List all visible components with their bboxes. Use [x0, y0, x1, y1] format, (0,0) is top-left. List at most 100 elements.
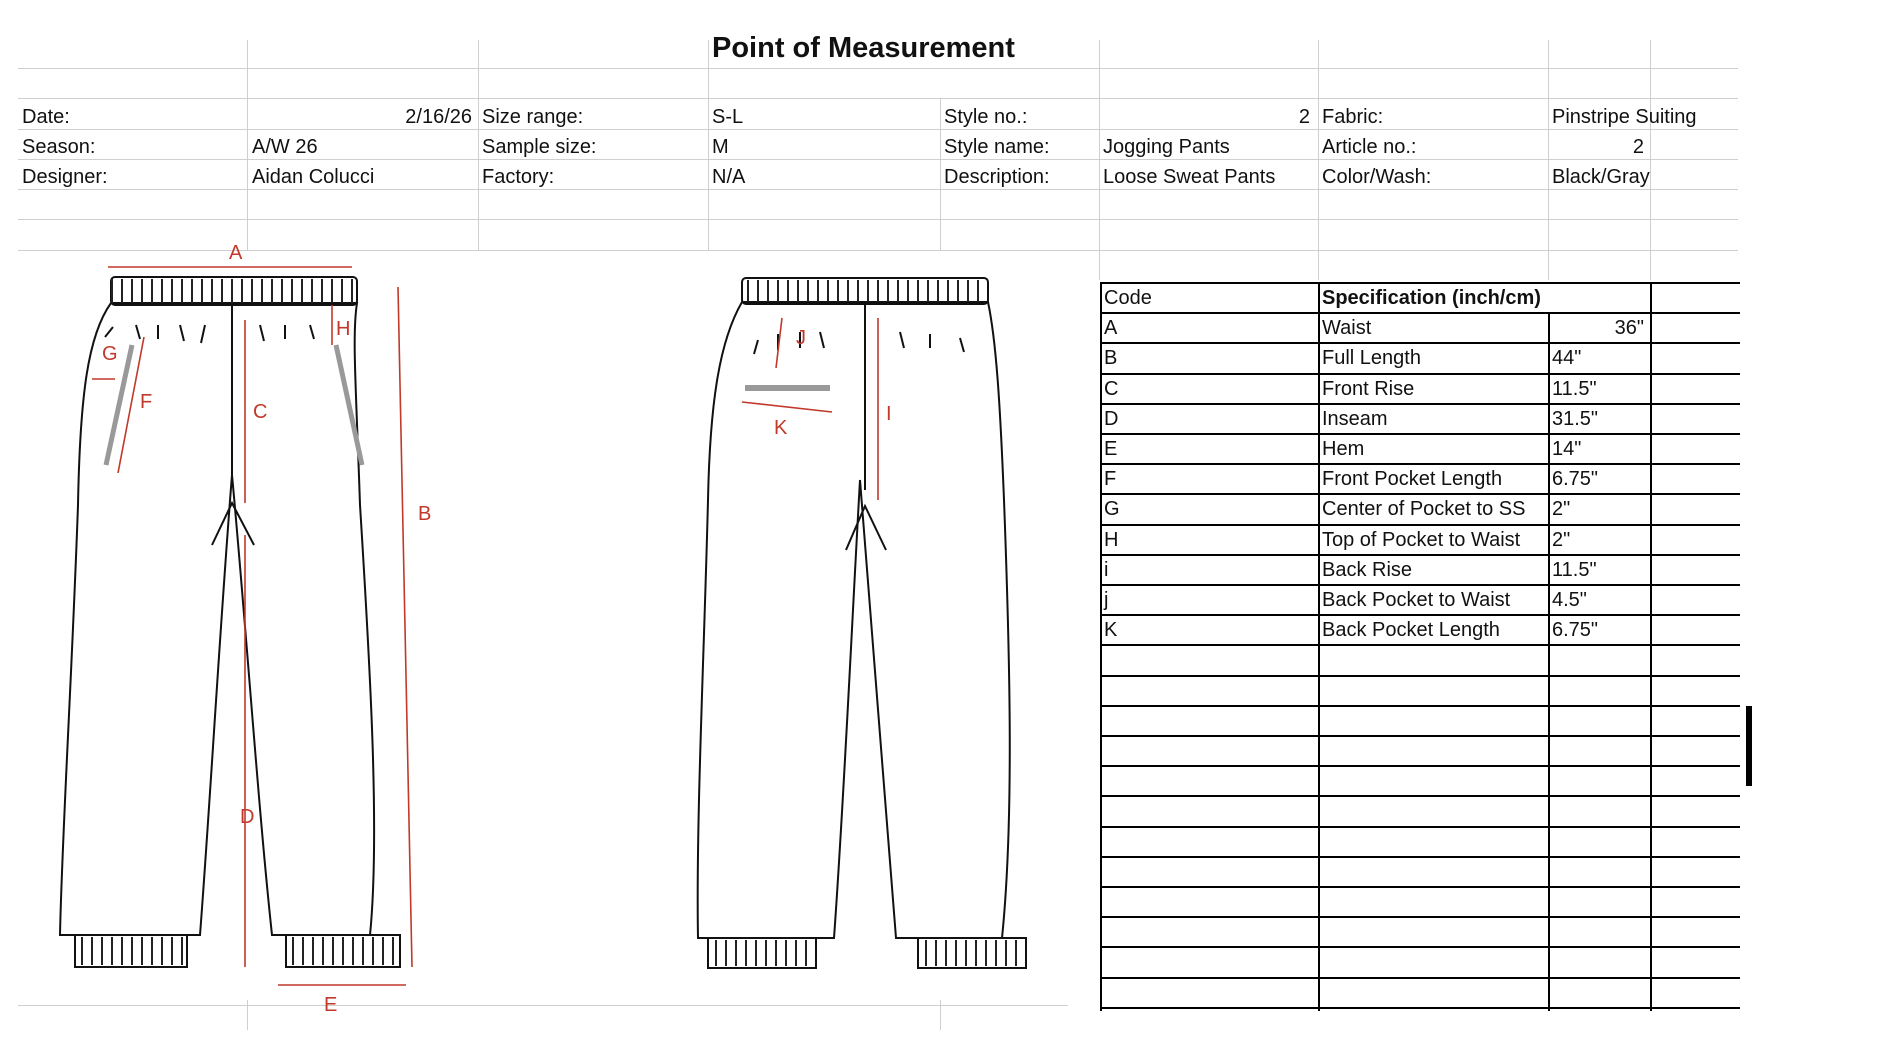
svg-text:K: K — [774, 417, 788, 439]
header-specification: Specification (inch/cm) — [1322, 287, 1541, 309]
table-border — [1100, 946, 1740, 949]
spec-code: B — [1104, 347, 1118, 370]
svg-text:I: I — [886, 403, 892, 425]
table-border — [1100, 282, 1740, 284]
spec-value: 6.75" — [1552, 468, 1599, 491]
table-border — [1100, 372, 1740, 375]
table-border — [1100, 282, 1102, 1011]
table-border — [1548, 312, 1550, 1011]
factory-value: N/A — [712, 166, 746, 188]
table-border — [1650, 282, 1652, 1011]
sample-size-value: M — [712, 136, 729, 158]
style-name-value: Jogging Pants — [1103, 136, 1230, 158]
spec-code: C — [1104, 377, 1119, 400]
spec-name: Waist — [1322, 317, 1372, 340]
header-code: Code — [1104, 287, 1152, 309]
svg-text:G: G — [102, 343, 118, 365]
grid-line — [940, 1000, 941, 1030]
fabric-label: Fabric: — [1322, 106, 1384, 128]
table-border — [1100, 916, 1740, 919]
spec-code: G — [1104, 498, 1120, 521]
svg-text:F: F — [140, 391, 152, 413]
page-title: Point of Measurement — [712, 32, 1015, 64]
grid-line — [940, 98, 941, 250]
table-border — [1100, 584, 1740, 586]
spec-name: Back Rise — [1322, 558, 1413, 581]
grid-line — [247, 1000, 248, 1030]
table-border — [1100, 523, 1740, 526]
svg-text:B: B — [418, 503, 431, 525]
spec-name: Front Rise — [1322, 377, 1415, 400]
table-border — [1100, 614, 1740, 617]
table-border — [1100, 402, 1740, 405]
table-border — [1100, 674, 1740, 677]
svg-text:A: A — [229, 245, 243, 264]
color-wash-label: Color/Wash: — [1322, 166, 1432, 188]
spec-code: F — [1104, 468, 1117, 491]
grid-line — [18, 68, 1738, 69]
spec-code: D — [1104, 407, 1119, 430]
spec-value: 11.5" — [1552, 558, 1597, 581]
table-border — [1100, 795, 1740, 798]
spec-value: 31.5" — [1552, 407, 1599, 430]
designer-value: Aidan Colucci — [252, 166, 375, 188]
date-value: 2/16/26 — [405, 106, 472, 128]
size-range-label: Size range: — [482, 106, 584, 128]
grid-line — [1318, 40, 1319, 280]
grid-line — [1548, 40, 1549, 280]
table-border — [1100, 886, 1740, 888]
grid-line — [18, 1005, 1068, 1006]
grid-line — [708, 40, 709, 250]
grid-line — [18, 98, 1738, 99]
spec-value: 2" — [1552, 528, 1571, 551]
table-border — [1100, 644, 1740, 647]
spec-name: Top of Pocket to Waist — [1322, 528, 1521, 551]
table-border — [1100, 342, 1740, 345]
grid-line — [18, 189, 1738, 190]
description-label: Description: — [944, 166, 1050, 188]
spec-code: j — [1104, 589, 1109, 611]
grid-line — [1650, 40, 1651, 280]
article-no-label: Article no.: — [1322, 136, 1417, 158]
spec-value: 4.5" — [1552, 589, 1587, 611]
grid-line — [18, 250, 1738, 251]
spec-value: 36" — [1614, 317, 1644, 340]
table-border — [1100, 553, 1740, 556]
table-border — [1100, 493, 1740, 496]
style-no-value: 2 — [1298, 106, 1310, 128]
spec-value: 14" — [1552, 438, 1582, 460]
spec-code: K — [1104, 619, 1118, 642]
table-border — [1100, 735, 1740, 737]
spec-code: i — [1104, 558, 1109, 581]
grid-line — [247, 40, 248, 250]
spec-value: 2" — [1552, 498, 1571, 521]
scrollbar-thumb[interactable] — [1746, 706, 1752, 786]
spec-code: A — [1104, 317, 1118, 340]
description-value: Loose Sweat Pants — [1103, 166, 1276, 188]
table-border — [1100, 1006, 1740, 1009]
season-label: Season: — [22, 136, 96, 158]
spec-value: 44" — [1552, 347, 1582, 370]
grid-line — [1099, 40, 1100, 280]
table-border — [1100, 704, 1740, 707]
style-no-label: Style no.: — [944, 106, 1028, 128]
factory-label: Factory: — [482, 166, 555, 188]
table-border — [1100, 976, 1740, 979]
article-no-value: 2 — [1632, 136, 1644, 158]
front-pants-diagram: A B C D E F G H — [58, 245, 431, 1016]
spec-name: Front Pocket Length — [1322, 468, 1503, 491]
date-label: Date: — [22, 106, 70, 128]
table-border — [1100, 433, 1740, 435]
table-border — [1100, 825, 1740, 828]
spec-name: Full Length — [1322, 347, 1421, 370]
season-value: A/W 26 — [252, 136, 318, 158]
fabric-value: Pinstripe Suiting — [1552, 106, 1697, 128]
svg-text:E: E — [324, 994, 337, 1016]
spec-code: H — [1104, 528, 1119, 551]
table-border — [1100, 463, 1740, 466]
spec-value: 6.75" — [1552, 619, 1599, 642]
grid-line — [18, 159, 1738, 160]
spec-value: 11.5" — [1552, 377, 1597, 400]
color-wash-value: Black/Gray — [1552, 166, 1650, 188]
